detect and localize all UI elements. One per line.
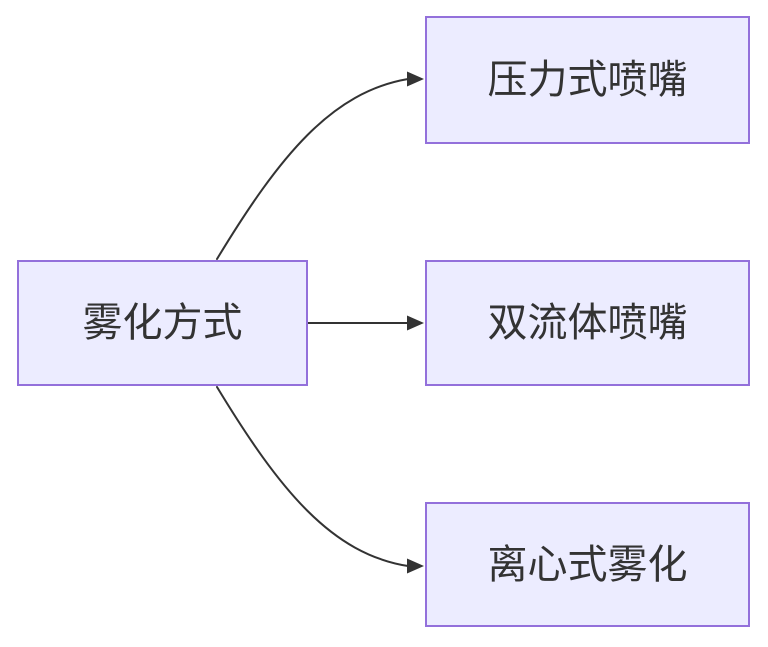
node-two-fluid-nozzle: 双流体喷嘴 xyxy=(425,260,750,386)
edge-root-to-child1 xyxy=(307,315,424,331)
arrowhead-icon xyxy=(407,315,424,331)
node-pressure-nozzle-label: 压力式喷嘴 xyxy=(487,58,688,102)
edge-root-to-child2 xyxy=(216,386,424,574)
edge-line xyxy=(216,78,409,260)
node-root-label: 雾化方式 xyxy=(82,301,243,345)
arrowhead-icon xyxy=(407,558,424,574)
node-root: 雾化方式 xyxy=(17,260,308,386)
edge-root-to-child0 xyxy=(216,71,424,260)
node-pressure-nozzle: 压力式喷嘴 xyxy=(425,16,750,144)
node-two-fluid-nozzle-label: 双流体喷嘴 xyxy=(487,301,688,345)
arrowhead-icon xyxy=(407,71,424,87)
node-centrifugal-atomization: 离心式雾化 xyxy=(425,502,750,627)
node-centrifugal-atomization-label: 离心式雾化 xyxy=(487,542,688,587)
edge-line xyxy=(216,386,409,567)
